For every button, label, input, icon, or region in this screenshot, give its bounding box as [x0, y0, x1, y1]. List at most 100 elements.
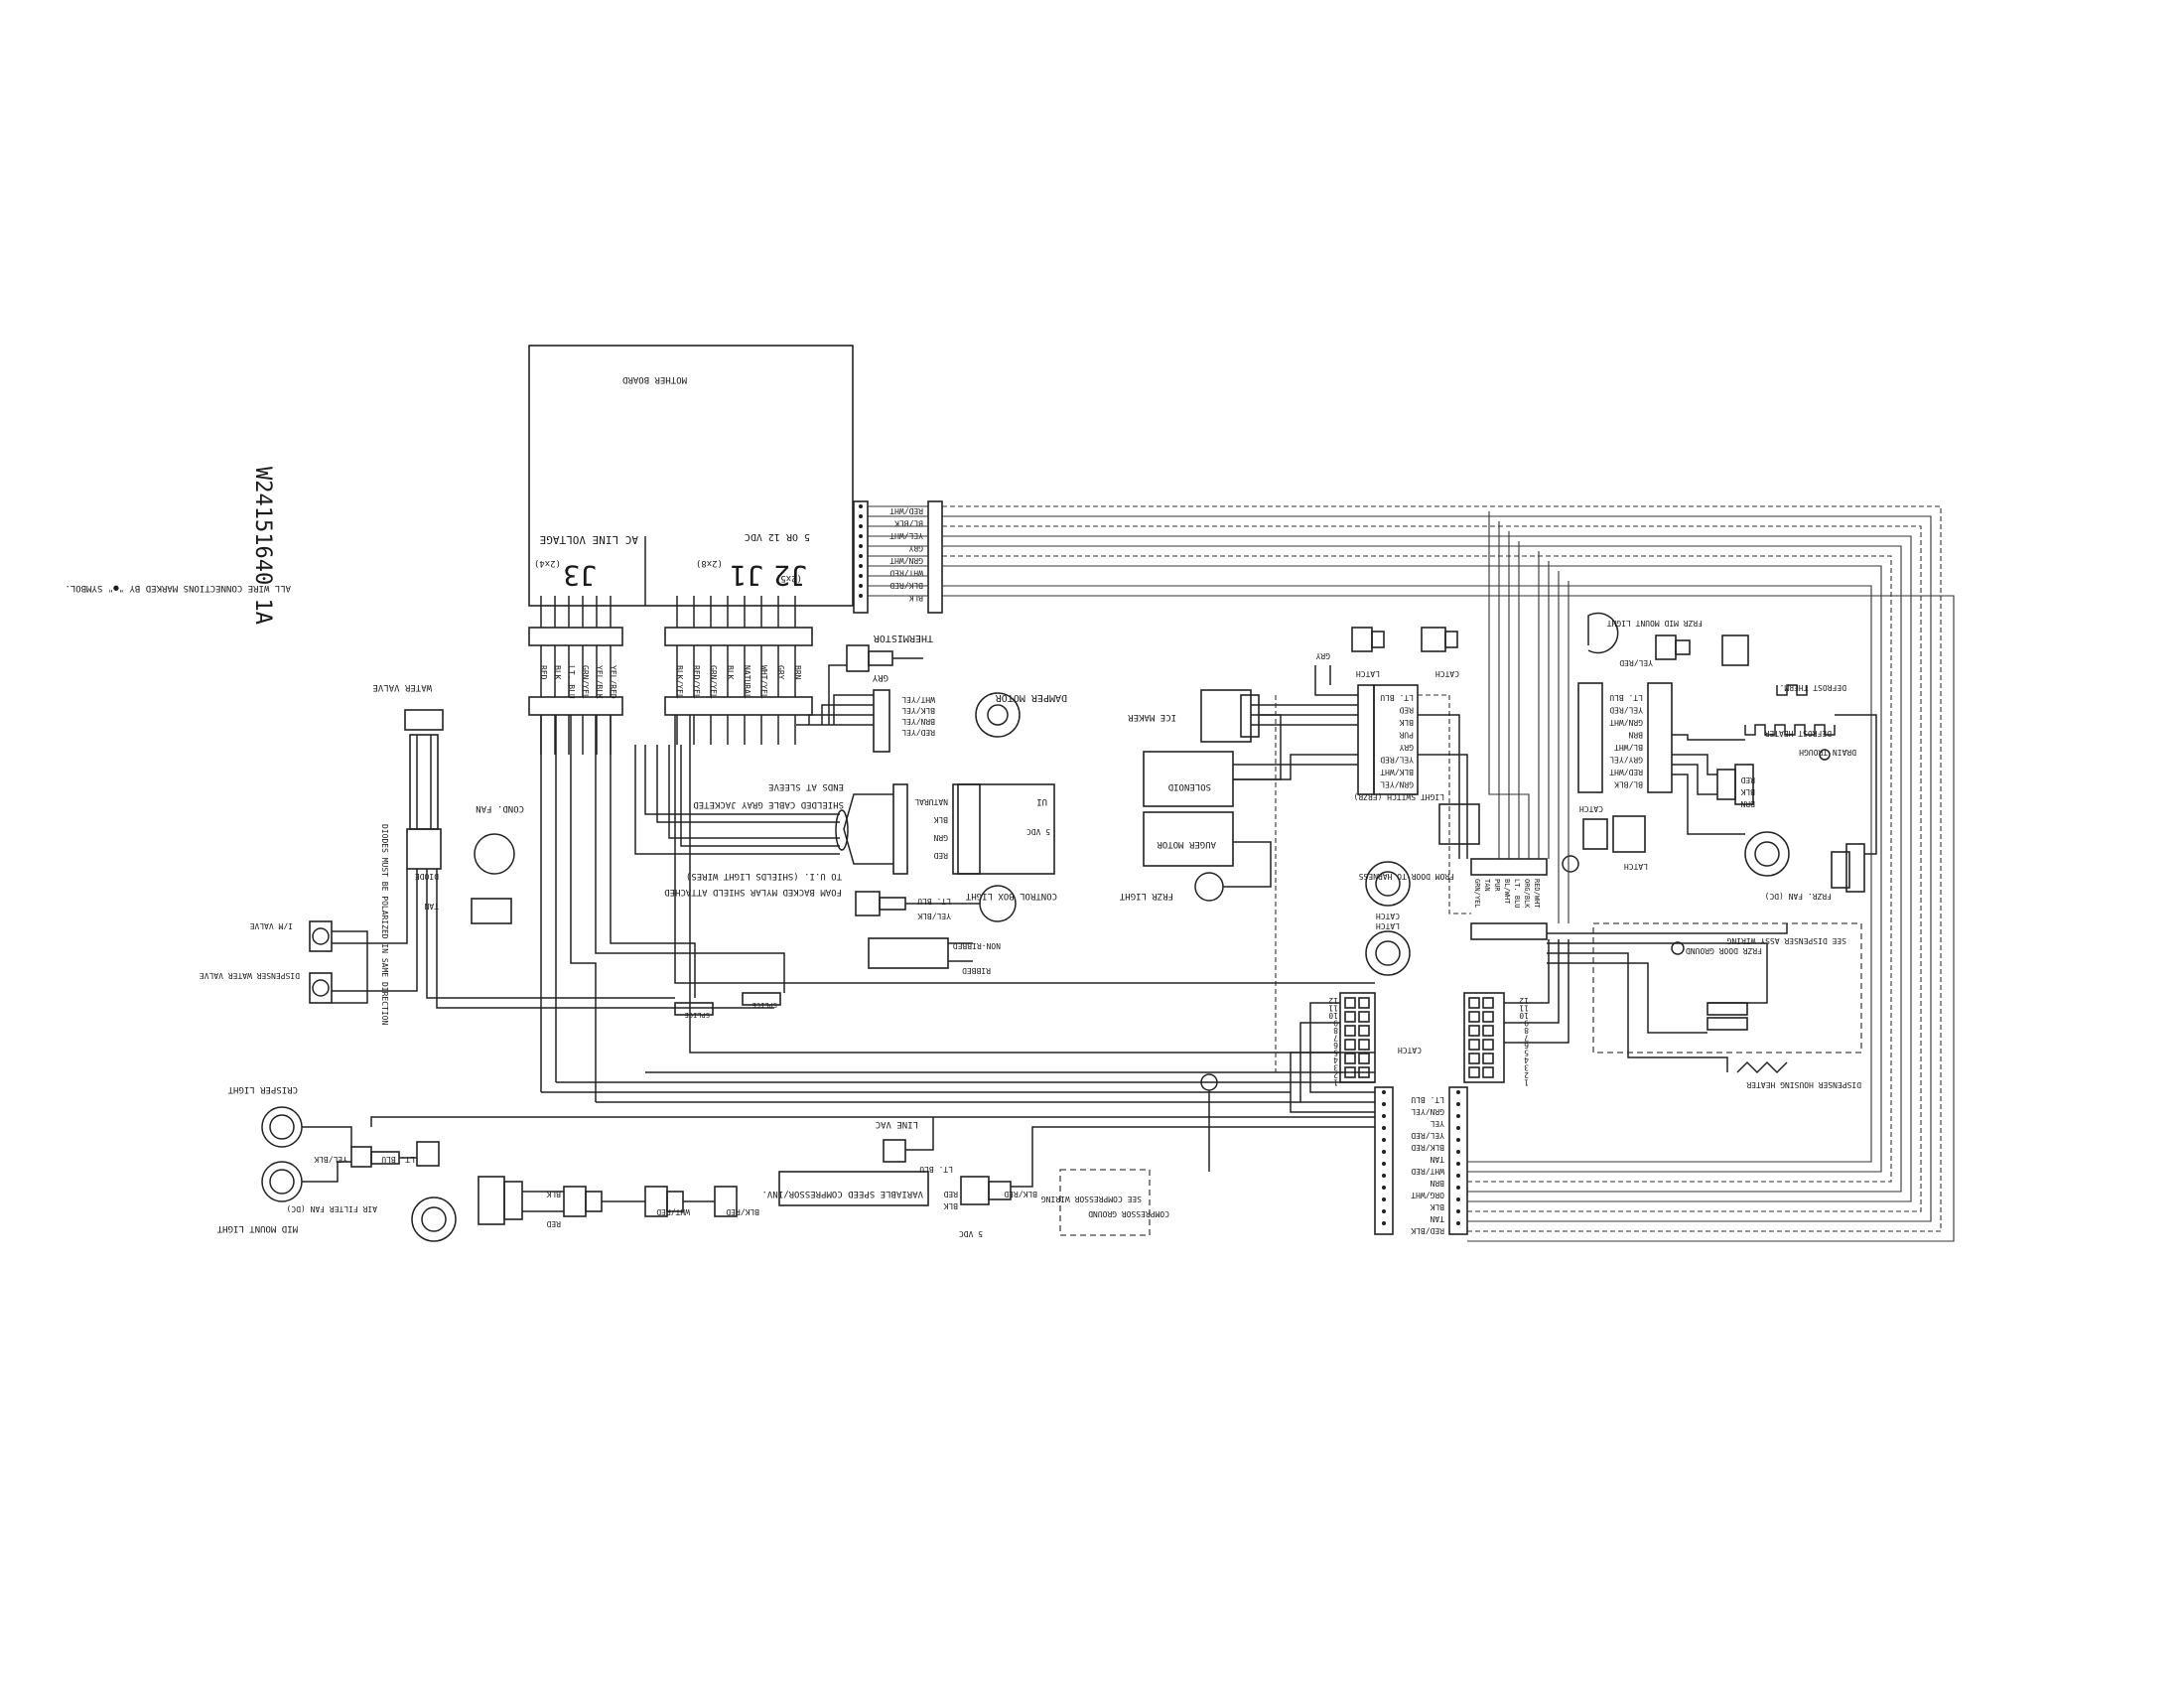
right-wire-label-2: GRN/WHT: [1609, 718, 1643, 727]
round-connectors: CATCH LATCH: [1365, 861, 1411, 976]
pin-number-left-6: 6: [1333, 1041, 1338, 1050]
j3-wire-label-3: GRN/YEL: [581, 665, 590, 699]
mother-board-label: MOTHER BOARD: [622, 374, 687, 384]
im-wire-label-7: GRN/YEL: [1380, 780, 1414, 789]
bottom-connector: LT. BLUGRN/YELYELYEL/REDBLK/REDTANWHT/RE…: [1374, 1086, 1468, 1235]
pin-number-left-2: 10: [1328, 1011, 1338, 1020]
j2-pin: [859, 514, 863, 518]
j2-pin: [859, 524, 863, 528]
im-harness: LT. BLUREDBLKPURGRYYEL/REDBLK/WHTGRN/YEL…: [1233, 627, 1480, 845]
j2-wire-label-0: RED/WHT: [889, 506, 923, 515]
j2-pin: [859, 594, 863, 598]
door-wire-label-6: RED/WHT: [1533, 879, 1541, 909]
mother-board: MOTHER BOARD AC LINE VOLTAGE J3 (2x4) J1…: [528, 345, 854, 607]
ci-red-blk: BLK/RED: [1004, 1190, 1037, 1198]
ui-vdc: 5 VDC: [1026, 827, 1050, 836]
bottom-wire-label-7: BRN: [1430, 1179, 1444, 1188]
see-dispenser-assy-label: SEE DISPENSER ASSY WIRING: [1726, 936, 1846, 945]
pin-cell: [1468, 997, 1480, 1009]
pin-cell: [1482, 1053, 1494, 1064]
j1-label: J1: [730, 559, 763, 592]
im-wire-label-3: PUR: [1399, 731, 1414, 740]
bottom-pin-right: [1456, 1102, 1460, 1106]
bottom-pin-right: [1456, 1090, 1460, 1094]
left-components: WATER VALVE DIODE DIODES MUST BE POLARIZ…: [200, 682, 781, 1025]
bottom-wire-label-2: YEL: [1430, 1119, 1444, 1128]
pin-number-left-9: 3: [1333, 1063, 1338, 1072]
bottom-pin-right: [1456, 1197, 1460, 1201]
j2-wire-label-7: BLK: [908, 594, 923, 603]
vdc-note: 5 OR 12 VDC: [745, 531, 810, 542]
air-filter-fan-label: AIR FILTER FAN (DC): [286, 1204, 377, 1213]
pin-cell: [1344, 997, 1356, 1009]
pin-number-right-0: 12: [1519, 996, 1529, 1005]
j2-wire-label-3: GRY: [908, 544, 923, 553]
af-blk-red: BLK/RED: [726, 1207, 759, 1216]
damper-motor-label: DAMPER MOTOR: [995, 692, 1067, 703]
dispenser-water-valve-label: DISPENSER WATER VALVE: [200, 971, 300, 980]
fan-wire-label-2: BRN: [1740, 799, 1755, 808]
right-components: LT. BLUYEL/REDGRN/WHTBRNBL/WHTGRY/YELRED…: [1577, 612, 1865, 1089]
pin-number-left-5: 7: [1333, 1034, 1338, 1043]
im-catch: CATCH: [1435, 669, 1459, 678]
rc-catch: CATCH: [1376, 912, 1400, 920]
drain-trough-label: DRAIN TROUGH: [1799, 748, 1856, 757]
ui-wire-label-1: BLK: [933, 815, 948, 824]
ribbed-label: RIBBED: [962, 966, 991, 975]
j2-pin: [859, 554, 863, 558]
foam-backed-label: FOAM BACKED MYLAR SHIELD ATTACHED: [664, 887, 842, 897]
connection-note: ALL WIRE CONNECTIONS MARKED BY "●" SYMBO…: [65, 583, 291, 593]
j2-wire-label-5: WHT/RED: [889, 569, 923, 578]
pin-number-right-11: 1: [1524, 1078, 1529, 1087]
ends-at-sleeve-label: ENDS AT SLEEVE: [768, 781, 844, 791]
im-latch: LATCH: [1356, 669, 1380, 678]
j3-wire-label-5: YEL/RED: [609, 665, 617, 699]
bottom-pin-right: [1456, 1162, 1460, 1166]
pin-number-right-2: 10: [1519, 1011, 1529, 1020]
compressor-inverter: VARIABLE SPEED COMPRESSOR/INV. LINE VAC …: [761, 1073, 1375, 1238]
j2-pin: [859, 504, 863, 508]
ui-wire-label-2: GRN: [933, 833, 948, 842]
bottom-pin-right: [1456, 1126, 1460, 1130]
ci-lt-blu: LT. BLU: [919, 1165, 953, 1174]
bottom-pin-right: [1456, 1138, 1460, 1142]
splice-2: SPLICE: [752, 1001, 777, 1009]
door-wire-label-0: GRN/YEL: [1473, 879, 1481, 909]
im-wire-label-1: RED: [1399, 706, 1414, 715]
pin-cell: [1468, 1066, 1480, 1078]
bottom-pin-left: [1382, 1126, 1386, 1130]
pin-number-right-10: 2: [1524, 1070, 1529, 1079]
pin-cell: [1358, 1011, 1370, 1023]
defrost-therm-label: DEFROST THERM.: [1780, 683, 1846, 692]
j3-label: J3: [563, 559, 597, 592]
door-wire-label-2: PUR: [1493, 879, 1501, 892]
ui-wire-label-3: RED: [933, 851, 948, 860]
right-wire-label-3: BRN: [1628, 731, 1643, 740]
pin-cell: [1358, 1053, 1370, 1064]
right-wire-label-1: YEL/RED: [1609, 706, 1643, 715]
j1-wire-label-0: BLK/YEL: [675, 665, 684, 699]
frzr-mid-mount-light-label: FRZR MID MOUNT LIGHT: [1606, 619, 1703, 628]
tp-catch: CATCH: [1398, 1046, 1422, 1055]
bottom-pin-right: [1456, 1150, 1460, 1154]
j2-pin: [859, 584, 863, 588]
pin-cell: [1344, 1053, 1356, 1064]
defrost-heater-label: DEFROST HEATER: [1764, 729, 1832, 738]
j1-wire-label-5: WHT/YEL: [759, 665, 768, 699]
j3-wire-label-1: BLK: [553, 665, 562, 680]
non-ribbed-label: NON-RIBBED: [953, 941, 1001, 950]
rc-latch: LATCH: [1376, 921, 1400, 930]
bottom-wire-label-6: WHT/RED: [1411, 1167, 1444, 1176]
j1-wire-label-7: BRN: [793, 665, 802, 680]
bottom-pin-left: [1382, 1090, 1386, 1094]
freezer-components: ICE MAKER SOLENOID AUGER MOTOR FRZR LIGH…: [1119, 689, 1282, 902]
pin-number-left-4: 8: [1333, 1026, 1338, 1035]
from-door-label: FROM DOOR TO HARNESS: [1358, 872, 1454, 881]
ui-wire-label-0: NATURAL: [914, 797, 948, 806]
auger-motor-label: AUGER MOTOR: [1157, 839, 1216, 849]
j3-wire-label-4: YEL/BLK: [595, 665, 604, 699]
pin-cell: [1344, 1011, 1356, 1023]
bottom-wire-label-9: BLK: [1430, 1202, 1444, 1211]
